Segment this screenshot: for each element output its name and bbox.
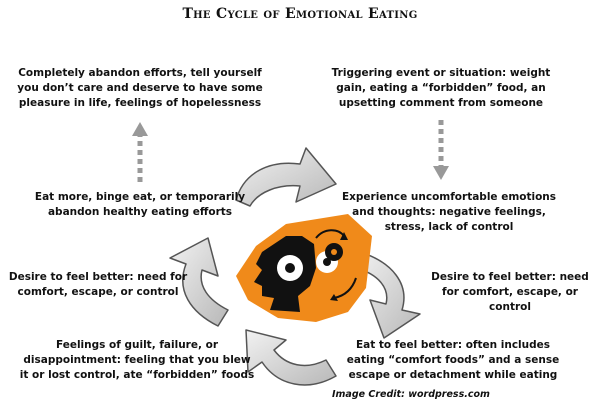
step-trigger-text: Triggering event or situation: weight ga… (331, 67, 551, 109)
head-with-gears-icon (236, 214, 372, 322)
step-binge-text: Eat more, binge eat, or temporarily aban… (34, 191, 246, 218)
step-guilt-text: Feelings of guilt, failure, or disappoin… (19, 339, 255, 381)
step-emotions-text: Experience uncomfortable emotions and th… (341, 191, 557, 233)
cycle-arrow-top-icon (235, 147, 337, 207)
dotted-arrow-down-icon (433, 120, 449, 180)
step-desire-left-text: Desire to feel better: need for comfort,… (8, 271, 188, 298)
image-credit: Image Credit: wordpress.com (332, 389, 490, 400)
diagram-title: The Cycle of Emotional Eating (182, 6, 418, 22)
step-desire-right-text: Desire to feel better: need for comfort,… (431, 271, 589, 313)
step-eat-text: Eat to feel better: often includes eatin… (346, 339, 560, 381)
cycle-arrow-left-icon (169, 237, 229, 327)
cycle-arrow-bottom-icon (245, 329, 337, 386)
dotted-arrow-up-icon (132, 122, 148, 182)
step-abandon-text: Completely abandon efforts, tell yoursel… (17, 67, 263, 109)
cycle-arrow-right-icon (355, 251, 421, 339)
